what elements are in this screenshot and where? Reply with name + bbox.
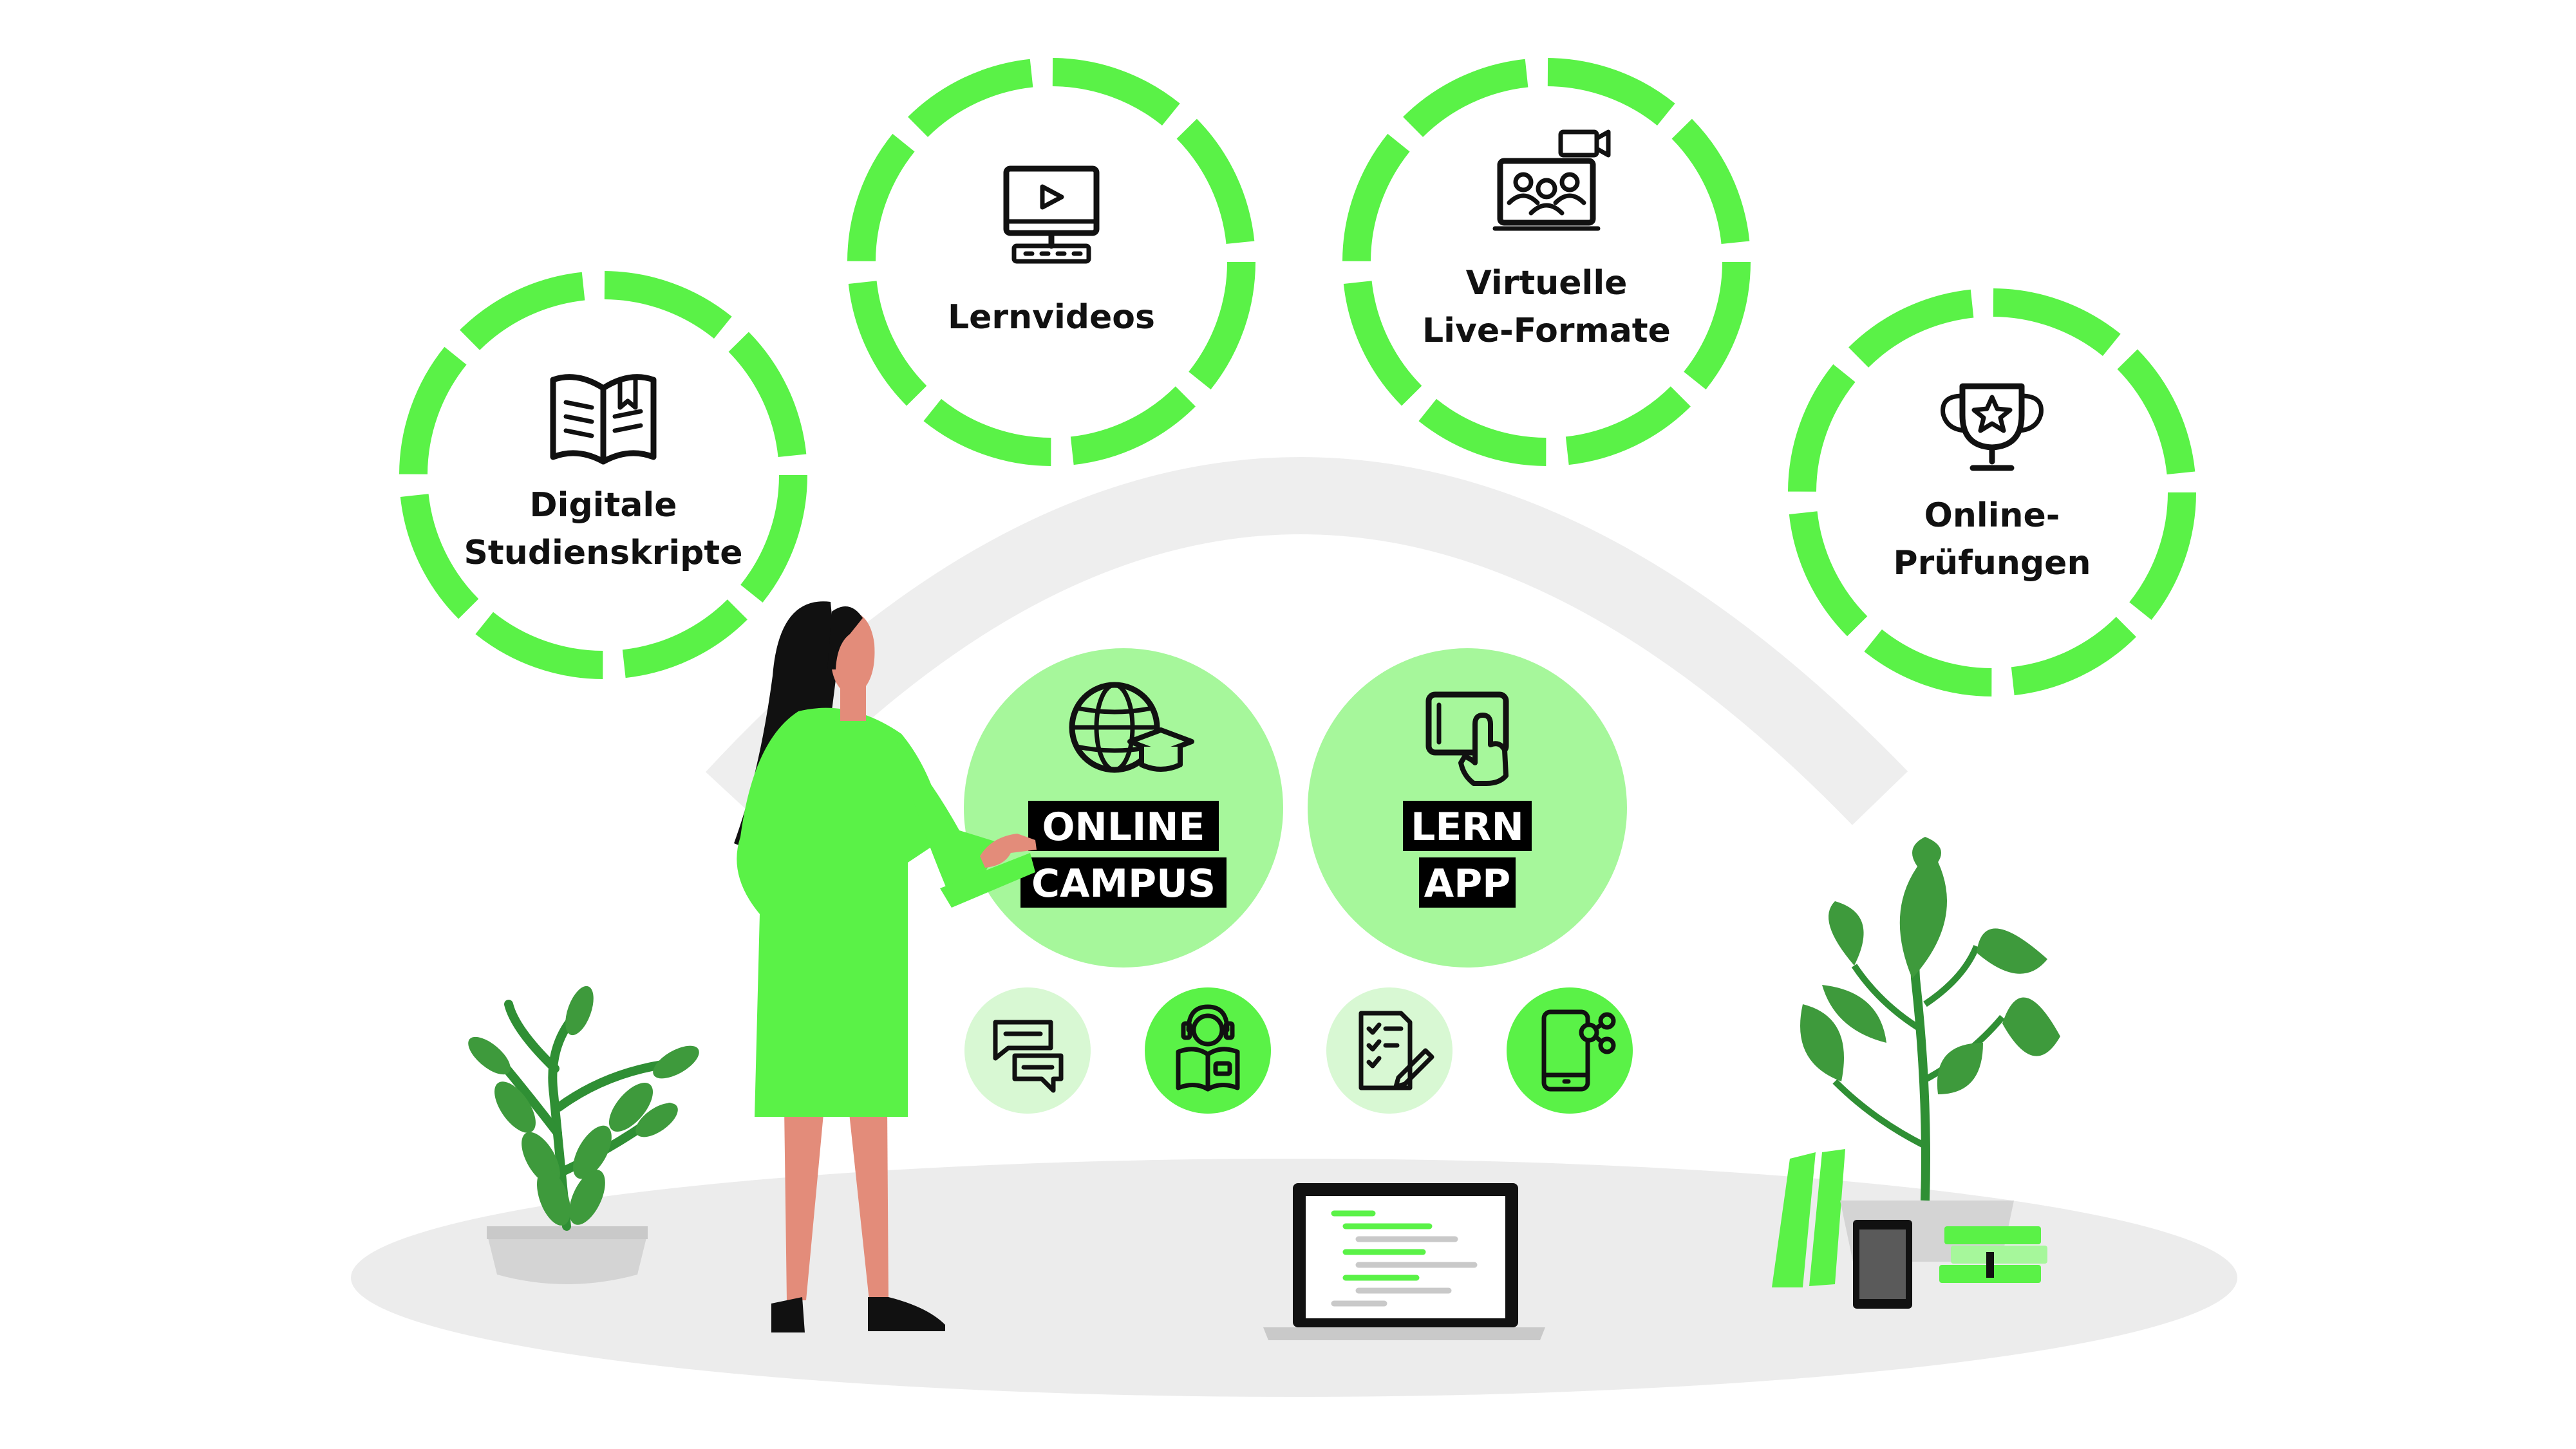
ring-label-line2: Prüfungen bbox=[1894, 544, 2091, 583]
trophy-icon bbox=[1941, 383, 2044, 471]
laptop bbox=[1263, 1183, 1545, 1340]
ring-label-line1: Digitale bbox=[529, 486, 677, 525]
hub-online-campus: ONLINE CAMPUS bbox=[964, 648, 1283, 968]
tag-bg-line1 bbox=[1403, 801, 1532, 851]
ring-online-pruefungen: Online- Prüfungen bbox=[1788, 288, 2196, 696]
feature-phone-share bbox=[1507, 987, 1633, 1114]
feature-headset-reader bbox=[1145, 987, 1271, 1114]
globe-graduation-icon bbox=[1069, 682, 1194, 773]
tag-bg-line2 bbox=[1020, 857, 1227, 908]
right-plant-group bbox=[1772, 837, 2060, 1309]
hub-label-line1: ONLINE bbox=[1042, 805, 1205, 850]
headset-reader-icon bbox=[1176, 1004, 1240, 1092]
ring-label-line1: Online- bbox=[1924, 496, 2060, 535]
open-book-icon bbox=[550, 374, 657, 465]
ring-digitale-studienskripte: Digitale Studienskripte bbox=[399, 271, 807, 679]
ring-virtuelle-live-formate: Virtuelle Live-Formate bbox=[1342, 58, 1751, 466]
checklist-edit-icon bbox=[1359, 1011, 1434, 1090]
tablet-tap-icon bbox=[1425, 691, 1509, 786]
ring-label-line2: Studienskripte bbox=[464, 534, 742, 572]
feature-chat bbox=[964, 987, 1091, 1114]
ring-label-line1: Lernvideos bbox=[948, 298, 1155, 337]
hub-label-line2: APP bbox=[1424, 861, 1510, 906]
chat-bubbles-icon bbox=[993, 1020, 1064, 1093]
background-arc bbox=[705, 457, 1908, 825]
hub-label-line2: CAMPUS bbox=[1031, 861, 1216, 906]
ring-label-line2: Live-Formate bbox=[1422, 312, 1671, 350]
video-conference-icon bbox=[1492, 129, 1611, 231]
hub-lern-app: LERN APP bbox=[1308, 648, 1627, 968]
hub-label-line1: LERN bbox=[1411, 805, 1524, 850]
left-plant bbox=[468, 986, 699, 1284]
phone-share-icon bbox=[1541, 1009, 1616, 1092]
tag-bg-line2 bbox=[1419, 857, 1516, 908]
tag-bg-line1 bbox=[1028, 801, 1219, 851]
ring-lernvideos: Lernvideos bbox=[847, 58, 1255, 466]
feature-checklist bbox=[1326, 987, 1453, 1114]
ring-label-line1: Virtuelle bbox=[1466, 264, 1628, 303]
video-monitor-icon bbox=[1003, 165, 1100, 264]
woman-figure bbox=[734, 601, 1037, 1332]
